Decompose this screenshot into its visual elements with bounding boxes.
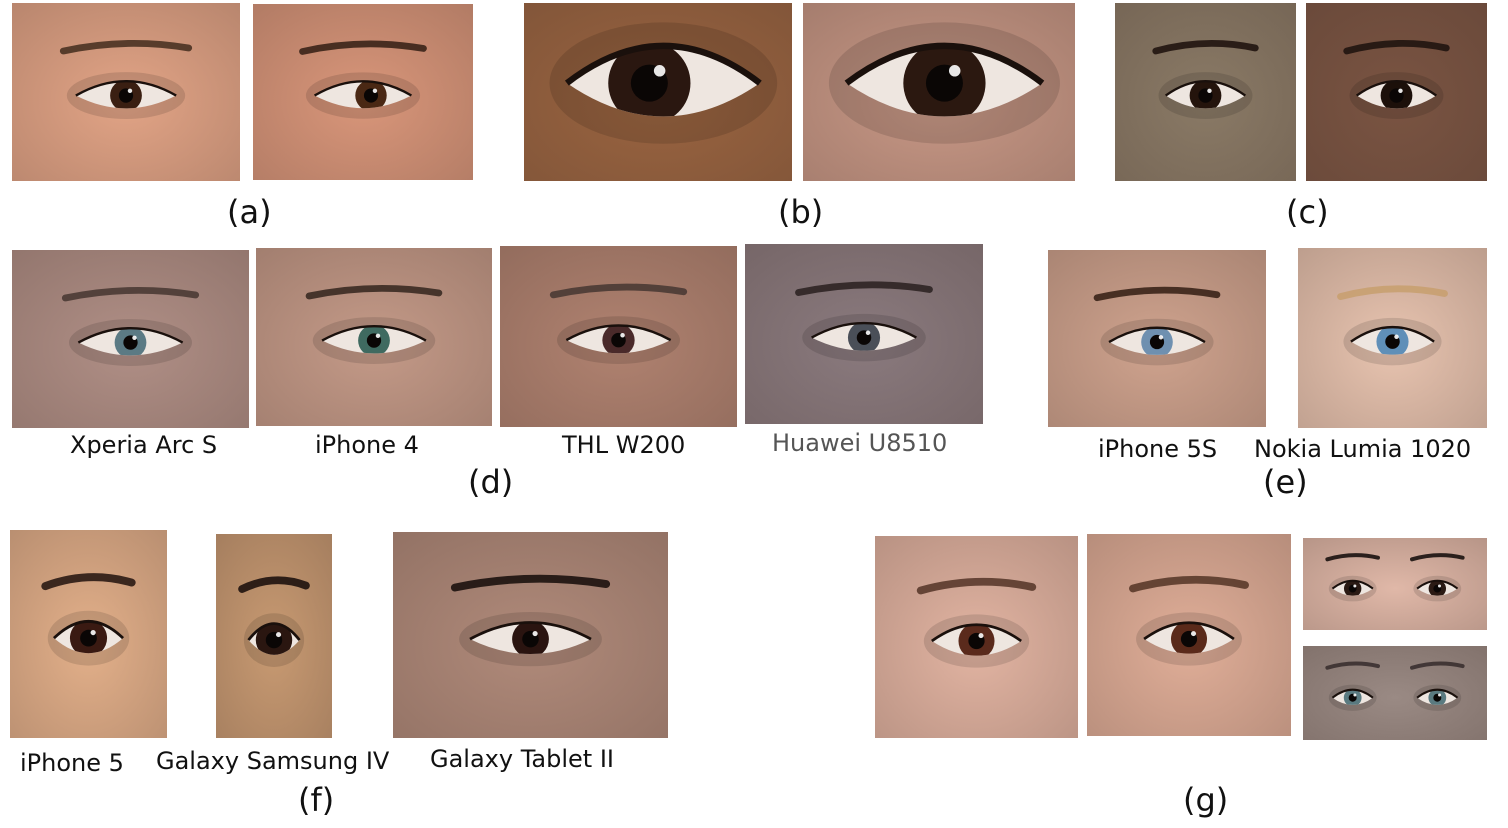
photo-a-1 bbox=[12, 3, 240, 181]
photo-f-1 bbox=[10, 530, 167, 738]
photo-e-2 bbox=[1298, 248, 1487, 428]
eye-photo-graphic bbox=[524, 3, 792, 181]
eye-photo-graphic bbox=[253, 4, 473, 180]
eye-photo-graphic bbox=[500, 246, 737, 427]
photo-b-2 bbox=[803, 3, 1075, 181]
eye-photo-graphic bbox=[1087, 534, 1291, 736]
eye-photo-graphic bbox=[1306, 3, 1487, 181]
panel-label-f: (f) bbox=[298, 781, 335, 819]
caption-iphone-5: iPhone 5 bbox=[20, 749, 124, 777]
panel-label-b: (b) bbox=[778, 193, 824, 231]
photo-d-4 bbox=[745, 244, 983, 424]
panel-label-c: (c) bbox=[1286, 193, 1329, 231]
eye-photo-graphic bbox=[1048, 250, 1266, 427]
photo-a-2 bbox=[253, 4, 473, 180]
eye-photo-graphic bbox=[216, 534, 332, 738]
photo-g-4 bbox=[1303, 646, 1487, 740]
panel-label-d: (d) bbox=[468, 463, 514, 501]
caption-xperia-arc-s: Xperia Arc S bbox=[70, 431, 218, 459]
photo-d-2 bbox=[256, 248, 492, 426]
eye-photo-graphic bbox=[393, 532, 668, 738]
eye-photo-graphic bbox=[12, 3, 240, 181]
panel-label-e: (e) bbox=[1263, 463, 1308, 501]
panel-label-a: (a) bbox=[227, 193, 272, 231]
photo-f-2 bbox=[216, 534, 332, 738]
caption-iphone-5s: iPhone 5S bbox=[1098, 435, 1218, 463]
photo-f-3 bbox=[393, 532, 668, 738]
eye-photo-graphic bbox=[1303, 538, 1487, 630]
caption-nokia-lumia-1020: Nokia Lumia 1020 bbox=[1254, 435, 1472, 463]
photo-d-1 bbox=[12, 250, 249, 428]
photo-d-3 bbox=[500, 246, 737, 427]
caption-galaxy-samsung-iv: Galaxy Samsung IV bbox=[156, 747, 390, 775]
caption-huawei-u8510: Huawei U8510 bbox=[772, 429, 948, 457]
eye-photo-graphic bbox=[256, 248, 492, 426]
panel-label-g: (g) bbox=[1183, 781, 1229, 819]
eye-photo-graphic bbox=[1115, 3, 1296, 181]
eye-photo-graphic bbox=[10, 530, 167, 738]
caption-iphone-4: iPhone 4 bbox=[315, 431, 419, 459]
eye-photo-graphic bbox=[745, 244, 983, 424]
eye-photo-graphic bbox=[1303, 646, 1487, 740]
photo-e-1 bbox=[1048, 250, 1266, 427]
photo-c-2 bbox=[1306, 3, 1487, 181]
eye-photo-graphic bbox=[875, 536, 1078, 738]
eye-photo-graphic bbox=[803, 3, 1075, 181]
photo-g-3 bbox=[1303, 538, 1487, 630]
caption-thl-w200: THL W200 bbox=[562, 431, 686, 459]
caption-galaxy-tablet-ii: Galaxy Tablet II bbox=[430, 745, 614, 773]
photo-g-2 bbox=[1087, 534, 1291, 736]
photo-c-1 bbox=[1115, 3, 1296, 181]
eye-photo-graphic bbox=[12, 250, 249, 428]
eye-photo-graphic bbox=[1298, 248, 1487, 428]
photo-g-1 bbox=[875, 536, 1078, 738]
photo-b-1 bbox=[524, 3, 792, 181]
